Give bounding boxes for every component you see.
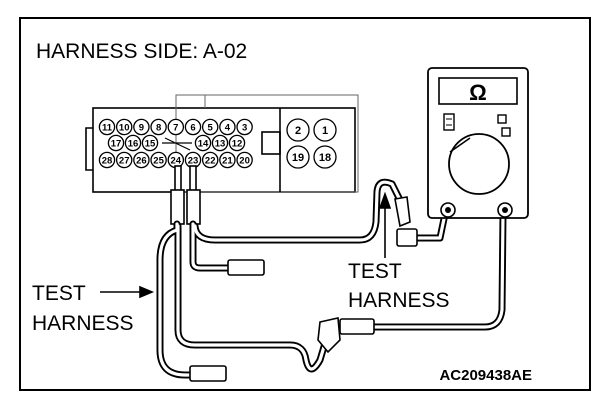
connector-pin-number: 6 (190, 123, 195, 134)
connector-key-mark (162, 137, 192, 151)
connector-pin-number: 2 (295, 125, 301, 137)
connector-pin-number: 14 (198, 139, 209, 150)
connector-pin-number: 1 (322, 125, 328, 137)
connector-pin (286, 145, 310, 169)
probe-pins (170, 165, 201, 225)
harness-end-plugs (189, 196, 418, 382)
connector-pin-number: 19 (292, 152, 304, 164)
connector-pin (115, 151, 133, 169)
connector-pin (107, 134, 125, 152)
test-harness-left-label-line1: TEST (32, 282, 86, 305)
connector-pin (201, 151, 219, 169)
connector-pin (98, 151, 116, 169)
connector-pin-number: 3 (242, 123, 247, 134)
connector-pin-number: 26 (136, 156, 147, 167)
arrows (100, 191, 392, 299)
test-harness-right-label-line2: HARNESS (348, 289, 450, 312)
diagram-frame (19, 17, 591, 391)
connector-pin-number: 25 (153, 156, 164, 167)
connector-pin-number: 9 (139, 123, 144, 134)
connector-pin (98, 118, 116, 136)
multimeter (427, 67, 529, 219)
connector-pin (313, 118, 337, 142)
test-harness-left-label-line2: HARNESS (32, 312, 134, 335)
connector-pin-number: 8 (156, 123, 161, 134)
connector-pin (133, 118, 150, 136)
connector-pin-number: 12 (232, 139, 243, 150)
figure-code: AC209438AE (439, 367, 532, 384)
connector-large-pins: 2 1 19 18 (286, 118, 337, 169)
connector-pin-number: 17 (111, 139, 122, 150)
connector-pin (228, 134, 246, 152)
connector-pin-number: 27 (119, 156, 130, 167)
connector-pin-number: 15 (145, 139, 156, 150)
connector-pin (150, 118, 167, 136)
connector-housing (85, 94, 359, 193)
connector-pin (150, 151, 167, 169)
connector-pin (194, 134, 212, 152)
connector-pin (184, 118, 202, 136)
connector-pin (313, 145, 337, 169)
connector-pin (236, 118, 253, 136)
connector-pin (211, 134, 229, 152)
connector-pin-number: 21 (222, 156, 233, 167)
connector-pin-number: 7 (173, 123, 178, 134)
connector-pin (219, 151, 236, 169)
connector-pin (167, 118, 185, 136)
connector-pin-number: 11 (102, 123, 113, 134)
connector-pin-row-3: 28 27 26 25 24 23 22 21 20 (98, 151, 253, 169)
ohm-symbol: Ω (469, 80, 487, 105)
test-harness-wires-inner (158, 180, 505, 377)
connector-pin-number: 16 (128, 139, 139, 150)
connector-pin-number: 28 (102, 156, 113, 167)
connector-pin-number: 13 (215, 139, 226, 150)
connector-pin-number: 24 (171, 156, 182, 167)
connector-pin-row-2: 17 16 15 14 13 12 (107, 134, 246, 152)
connector-pin (219, 118, 236, 136)
connector-pin-number: 10 (119, 123, 130, 134)
connector-pin-number: 22 (205, 156, 216, 167)
connector-pin (236, 151, 253, 169)
connector-pin-number: 4 (225, 123, 231, 134)
diagram-title: HARNESS SIDE: A-02 (36, 40, 247, 63)
connector-pin-number: 18 (319, 152, 331, 164)
connector-pin (133, 151, 150, 169)
connector-pin (141, 134, 159, 152)
test-harness-right-label-line1: TEST (348, 260, 402, 283)
connector-pin-number: 23 (188, 156, 199, 167)
connector-pin-number: 20 (239, 156, 250, 167)
connector-pin-number: 5 (208, 123, 214, 134)
connector-pin (115, 118, 133, 136)
connector-pin (286, 118, 310, 142)
connector-pin (201, 118, 219, 136)
connector-pin (124, 134, 142, 152)
